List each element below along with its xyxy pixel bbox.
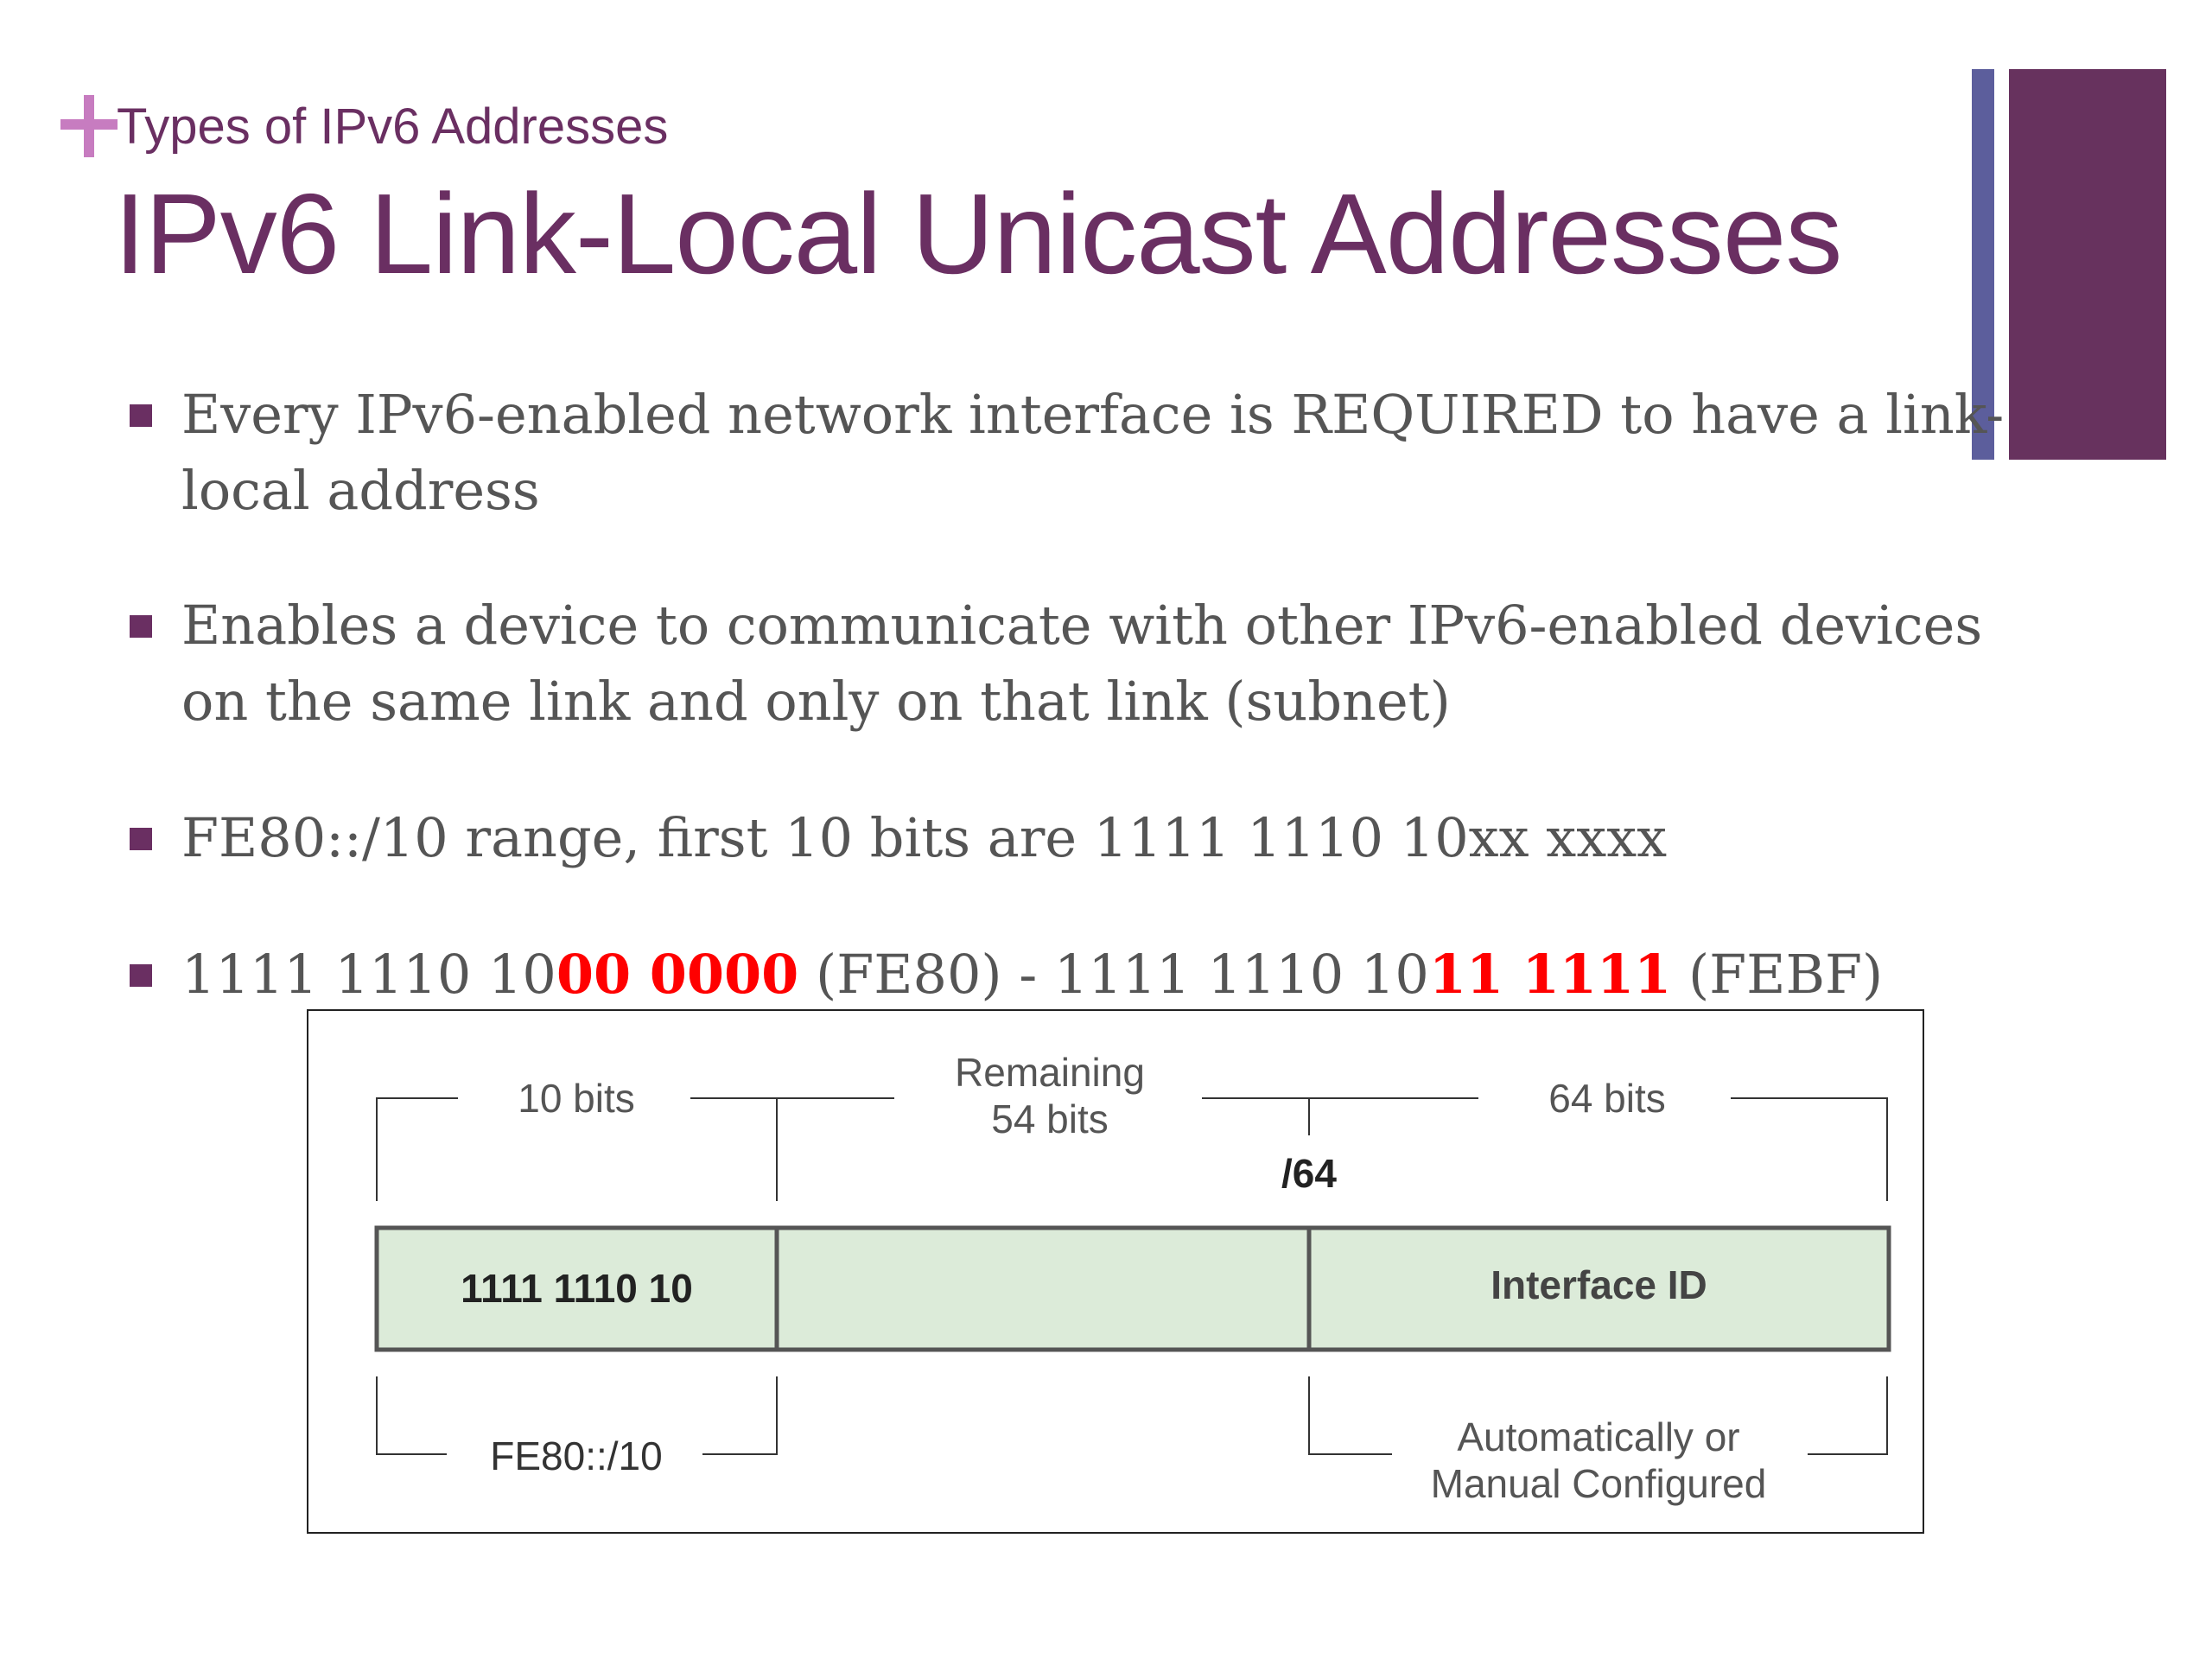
label-fe80-prefix: FE80::/10	[490, 1433, 663, 1478]
bullet-4-highlight: 11 1111	[1428, 943, 1672, 1006]
bullet-4-line-1: 1111 1110 1000 0000 (FE80) - 1111 1110 1…	[181, 937, 1883, 1013]
top-brackets	[376, 1097, 1888, 1201]
label-remaining-line-2: 54 bits	[991, 1096, 1109, 1141]
plus-icon-vertical	[84, 95, 94, 157]
decorative-bar-thin	[1972, 69, 1994, 460]
label-config-line-1: Automatically or	[1457, 1414, 1740, 1459]
bullet-4-highlight: 00 0000	[556, 943, 799, 1006]
bullet-item-3: FE80::/10 range, first 10 bits are 1111 …	[181, 800, 1667, 876]
bullet-4-segment: (FE80) - 1111 1110 10	[798, 943, 1429, 1006]
bullet-item-2: Enables a device to communicate with oth…	[181, 588, 1982, 740]
bottom-brackets	[376, 1376, 1888, 1455]
address-bar-cells	[374, 1225, 1891, 1352]
label-remaining-line-1: Remaining	[955, 1050, 1145, 1095]
bullet-marker-icon	[130, 615, 152, 638]
label-config-line-2: Manual Configured	[1430, 1461, 1767, 1506]
bullet-marker-icon	[130, 964, 152, 987]
bullet-4-segment: (FEBF)	[1671, 943, 1884, 1006]
bullet-2-line-1: Enables a device to communicate with oth…	[181, 594, 1983, 657]
plus-icon	[60, 95, 118, 157]
bullet-2-line-2: on the same link and only on that link (…	[181, 670, 1451, 733]
slide-subtitle: Types of IPv6 Addresses	[117, 99, 669, 155]
decorative-bar-thick	[2009, 69, 2166, 460]
bullet-4-segment: 1111 1110 10	[181, 943, 556, 1006]
label-64-bits: 64 bits	[1548, 1076, 1666, 1121]
address-diagram: 10 bits Remaining 54 bits 64 bits /64 11…	[307, 1009, 1924, 1534]
bullet-3-line-1: FE80::/10 range, first 10 bits are 1111 …	[181, 806, 1668, 869]
diagram-lines	[307, 1009, 1924, 1534]
bullet-item-1: Every IPv6-enabled network interface is …	[181, 377, 2004, 529]
cell-prefix-bits: 1111 1110 10	[461, 1266, 693, 1311]
bullet-marker-icon	[130, 404, 152, 427]
label-10-bits: 10 bits	[518, 1076, 635, 1121]
slide-title: IPv6 Link-Local Unicast Addresses	[114, 170, 1842, 297]
bullet-1-line-1: Every IPv6-enabled network interface is …	[181, 383, 2005, 446]
bullet-1-line-2: local address	[181, 459, 540, 522]
label-prefix-length: /64	[1281, 1151, 1337, 1196]
address-bar	[374, 1225, 1891, 1352]
cell-interface-id: Interface ID	[1491, 1262, 1707, 1307]
bullet-item-4: 1111 1110 1000 0000 (FE80) - 1111 1110 1…	[181, 937, 1883, 1013]
bullet-marker-icon	[130, 828, 152, 850]
